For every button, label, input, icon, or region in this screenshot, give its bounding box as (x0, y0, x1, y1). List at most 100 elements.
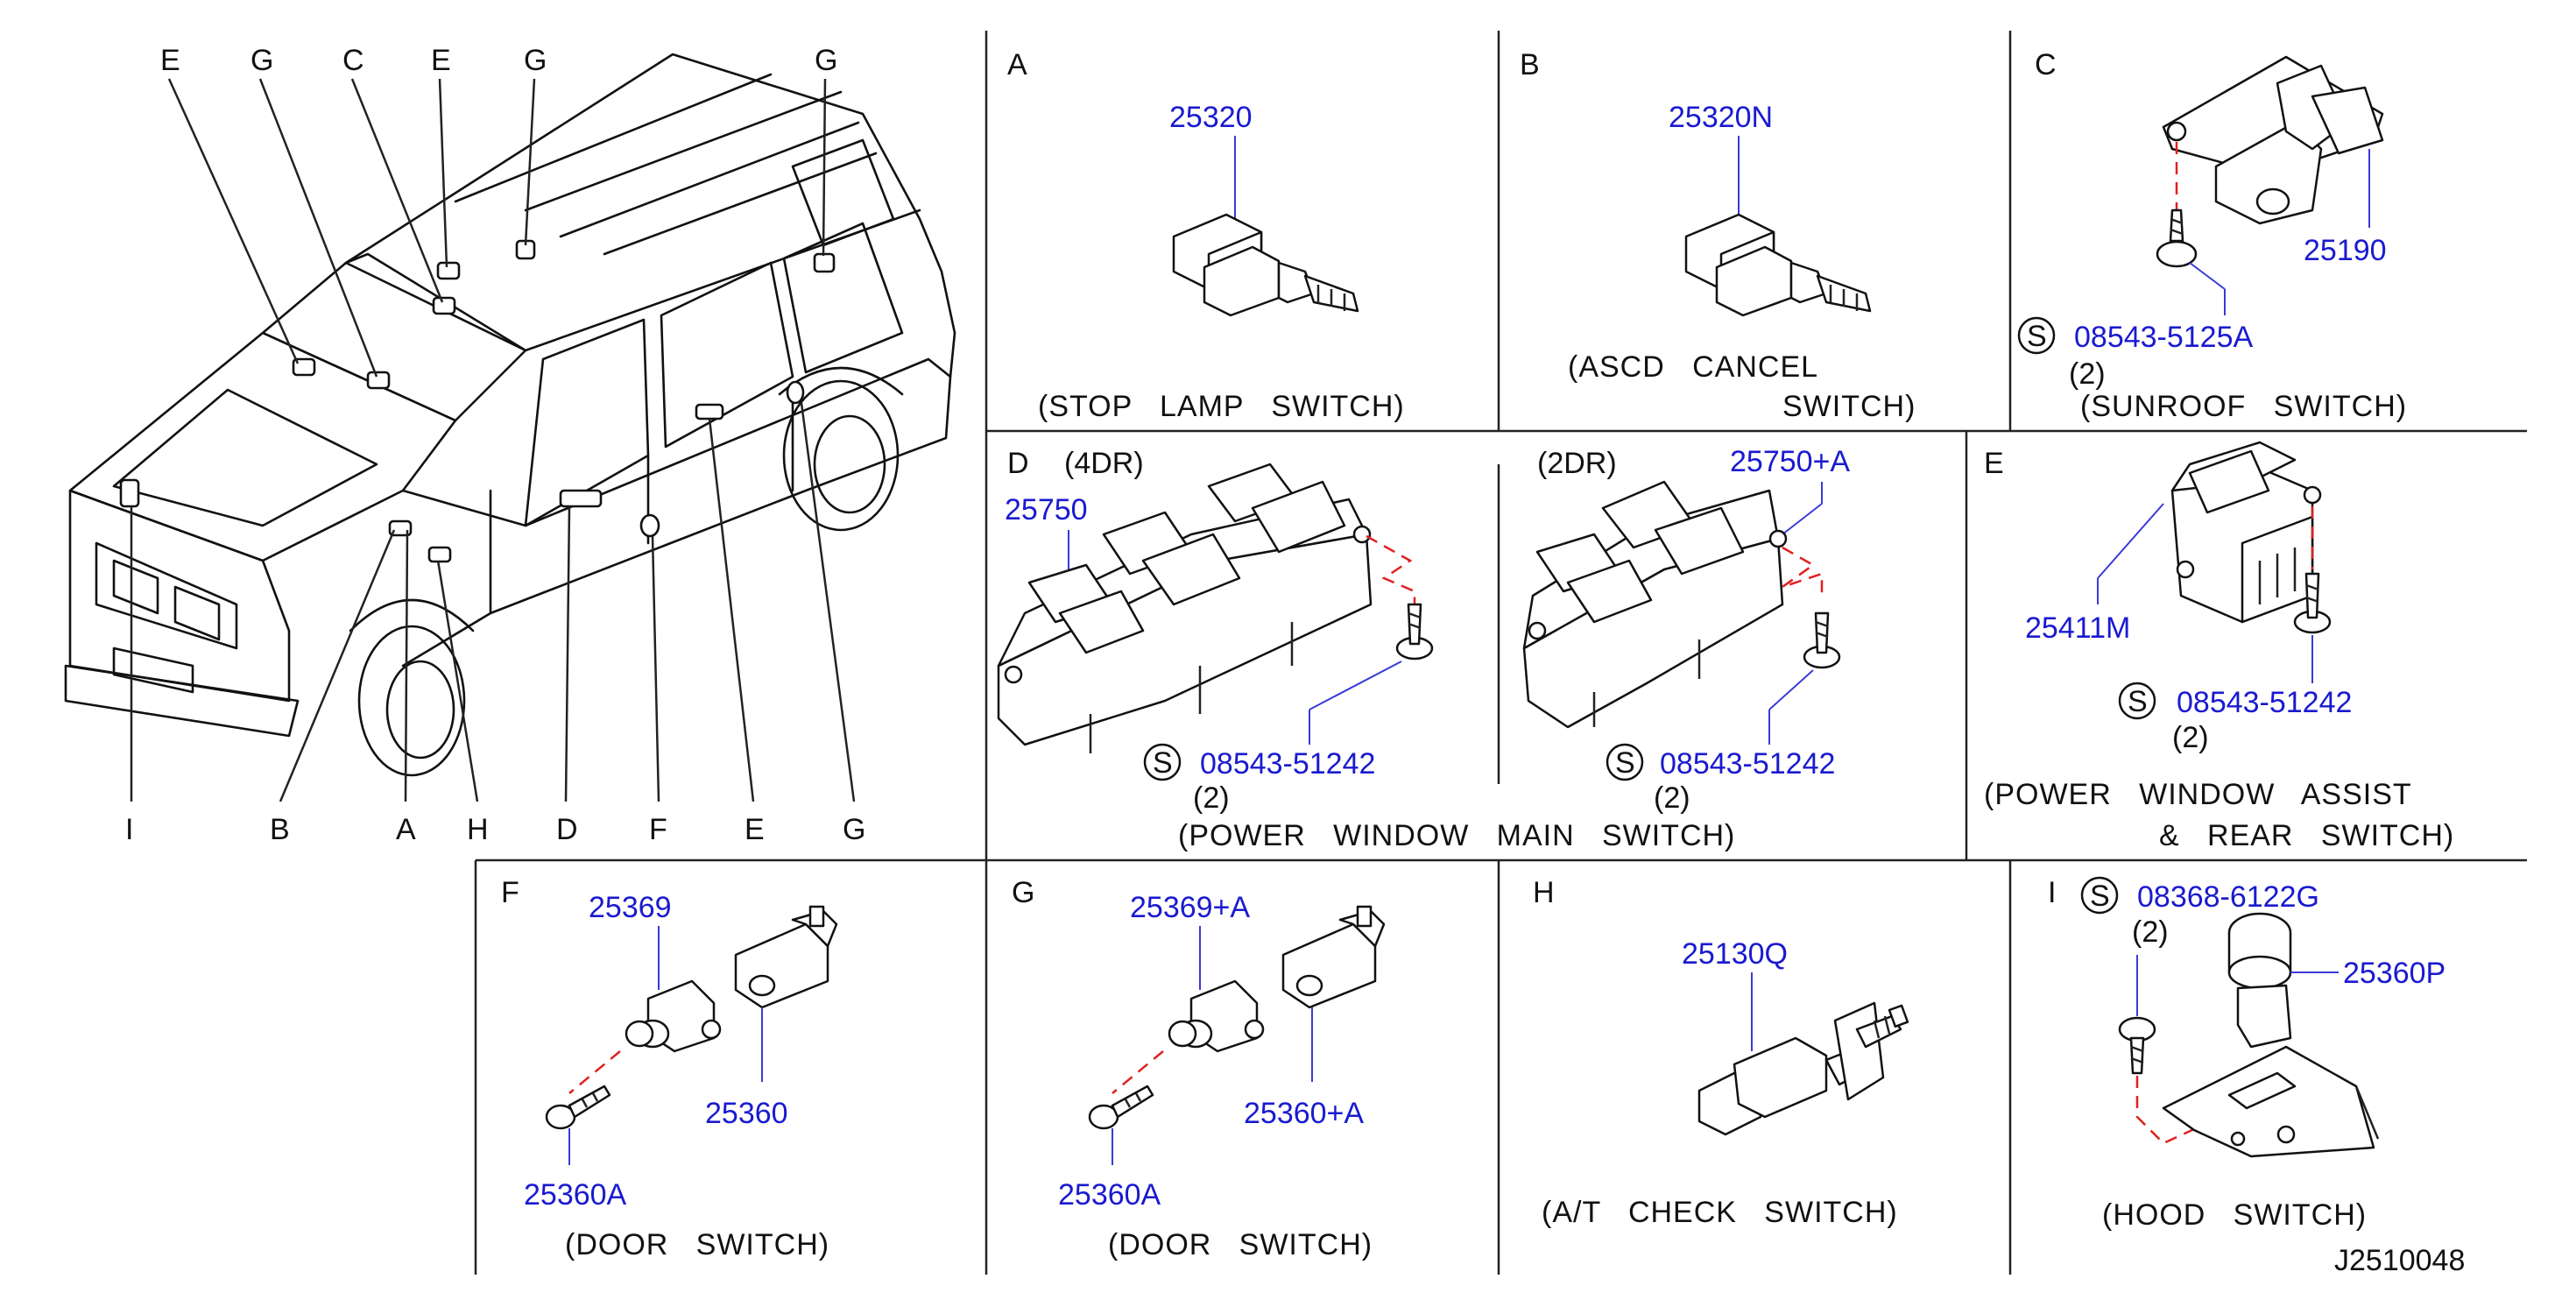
ascd-cancel-switch-drawing (1684, 213, 1872, 317)
part-number: 25320 (1169, 101, 1253, 134)
vehicle-label-top: G (815, 44, 837, 77)
screw-symbol-icon (1143, 743, 1182, 781)
grid-lines (474, 31, 2527, 1275)
vehicle-label-top: G (524, 44, 547, 77)
door-switch-plunger-drawing (1168, 979, 1265, 1053)
vehicle-label-top: E (431, 44, 451, 77)
part-number-switch: 25369 (589, 891, 672, 924)
caption: (POWER WINDOW MAIN SWITCH) (1178, 819, 1735, 852)
panel-f-door-switch: F 25369 25360 25360A (DOOR SWITCH) (501, 876, 838, 1261)
panel-a-stop-lamp-switch: A 25320 (STOP LAMP SWITCH) (1007, 48, 1405, 423)
caption: (DOOR SWITCH) (565, 1228, 829, 1261)
screw-quantity: (2) (2069, 357, 2106, 391)
vehicle-label-top: E (160, 44, 180, 77)
screw-symbol-icon (2118, 682, 2156, 720)
screw-part-number-4dr: 08543-51242 (1200, 747, 1375, 781)
caption: (DOOR SWITCH) (1108, 1228, 1373, 1261)
screw-icon (545, 1085, 611, 1130)
screw-symbol: S (1615, 746, 1635, 780)
vehicle-labels-bottom: I B A H D F E G (125, 813, 865, 846)
screw-symbol: S (1153, 746, 1173, 780)
screw-icon (2118, 1016, 2156, 1075)
vehicle-label-bottom: E (745, 813, 765, 846)
screw-part-number: 08543-51242 (2177, 686, 2352, 719)
door-switch-plunger-drawing (625, 979, 722, 1053)
vehicle-label-top: G (251, 44, 273, 77)
part-number-switch: 25369+A (1130, 891, 1250, 924)
screw-icon (2156, 208, 2198, 268)
panel-i-hood-switch: I S 08368-6122G (2) 25360P (HOOD SWITCH) (2048, 876, 2445, 1232)
panel-c-sunroof-switch: C 25190 S 08543-5125A (2) (SUNROOF SWITC… (2017, 48, 2407, 423)
part-number: 25320N (1669, 101, 1773, 134)
screw-symbol: S (2090, 880, 2110, 913)
hood-switch-drawing (2162, 912, 2380, 1158)
panel-b-ascd-cancel-switch: B 25320N (ASCD CANCEL SWITCH) (1520, 48, 1916, 423)
vehicle-label-bottom: G (843, 813, 865, 846)
panel-d-power-window-main-switch: D (4DR) (2DR) 25750 25750+A (997, 445, 1850, 852)
caption: (STOP LAMP SWITCH) (1038, 390, 1405, 423)
vehicle-leader-lines (130, 78, 856, 802)
screw-icon (2293, 572, 2332, 634)
sunroof-switch-drawing (2162, 55, 2384, 225)
diagram-code: J2510048 (2334, 1244, 2465, 1277)
panel-letter: E (1984, 447, 2004, 480)
panel-letter: I (2048, 876, 2056, 909)
vehicle-labels-top: E G C E G G (160, 44, 837, 77)
screw-icon (1395, 603, 1434, 661)
screw-quantity-4dr: (2) (1193, 781, 1230, 815)
vehicle-label-top: C (342, 44, 364, 77)
caption: (HOOD SWITCH) (2102, 1198, 2367, 1232)
screw-part-number-2dr: 08543-51242 (1660, 747, 1835, 781)
screw-quantity: (2) (2172, 721, 2209, 754)
vehicle-label-bottom: I (125, 813, 133, 846)
screw-icon (1088, 1085, 1154, 1130)
part-number-body: 25360 (705, 1097, 788, 1130)
vehicle-illustration (64, 53, 956, 777)
panel-letter: G (1012, 876, 1034, 909)
caption: (A/T CHECK SWITCH) (1542, 1196, 1898, 1229)
part-number-screw: 25360A (524, 1178, 627, 1212)
part-number: 25130Q (1682, 937, 1788, 971)
vehicle-label-bottom: H (467, 813, 489, 846)
main-switch-2dr-drawing (1522, 480, 1788, 729)
vehicle-label-bottom: F (649, 813, 667, 846)
screw-symbol: S (2027, 320, 2047, 353)
screw-quantity-2dr: (2) (1654, 781, 1690, 815)
part-number: 25190 (2304, 234, 2387, 267)
part-number-2dr: 25750+A (1730, 445, 1850, 478)
part-number-body: 25360+A (1244, 1097, 1364, 1130)
vehicle-label-bottom: B (270, 813, 290, 846)
door-switch-body-drawing (734, 905, 838, 1009)
panel-g-door-switch: G 25369+A 25360+A 25360A (DOOR SWITCH) (1012, 876, 1386, 1261)
main-switch-4dr-drawing (997, 463, 1373, 753)
at-check-switch-drawing (1697, 1001, 1909, 1136)
part-number-screw: 25360A (1058, 1178, 1161, 1212)
panel-letter: H (1533, 876, 1555, 909)
panel-letter: C (2035, 48, 2057, 81)
panel-letter: D (1007, 447, 1029, 480)
screw-symbol-icon (1606, 743, 1644, 781)
screw-symbol-icon (2080, 876, 2119, 915)
assist-switch-drawing (2170, 441, 2322, 624)
vehicle-label-bottom: D (556, 813, 578, 846)
caption: (SUNROOF SWITCH) (2080, 390, 2407, 423)
panel-e-power-window-assist-switch: E 25411M S 08543-51242 (2) (POWER WINDOW (1984, 441, 2454, 852)
stop-lamp-switch-drawing (1172, 213, 1359, 317)
panel-letter: B (1520, 48, 1540, 81)
screw-icon (1803, 611, 1841, 669)
screw-symbol-icon (2017, 316, 2056, 355)
screw-quantity: (2) (2132, 915, 2169, 949)
caption-line-1: (ASCD CANCEL (1568, 350, 1818, 384)
variant-4dr: (4DR) (1064, 447, 1144, 480)
panel-h-at-check-switch: H 25130Q (A/T CHECK SWITCH) (1533, 876, 1909, 1229)
door-switch-body-drawing (1281, 905, 1386, 1009)
panel-letter: A (1007, 48, 1027, 81)
caption-line-2: & REAR SWITCH) (2159, 819, 2454, 852)
panel-letter: F (501, 876, 519, 909)
caption-line-1: (POWER WINDOW ASSIST (1984, 778, 2412, 811)
vehicle-label-bottom: A (396, 813, 416, 846)
part-number-4dr: 25750 (1005, 493, 1088, 526)
caption-line-2: SWITCH) (1782, 390, 1916, 423)
variant-2dr: (2DR) (1537, 447, 1617, 480)
